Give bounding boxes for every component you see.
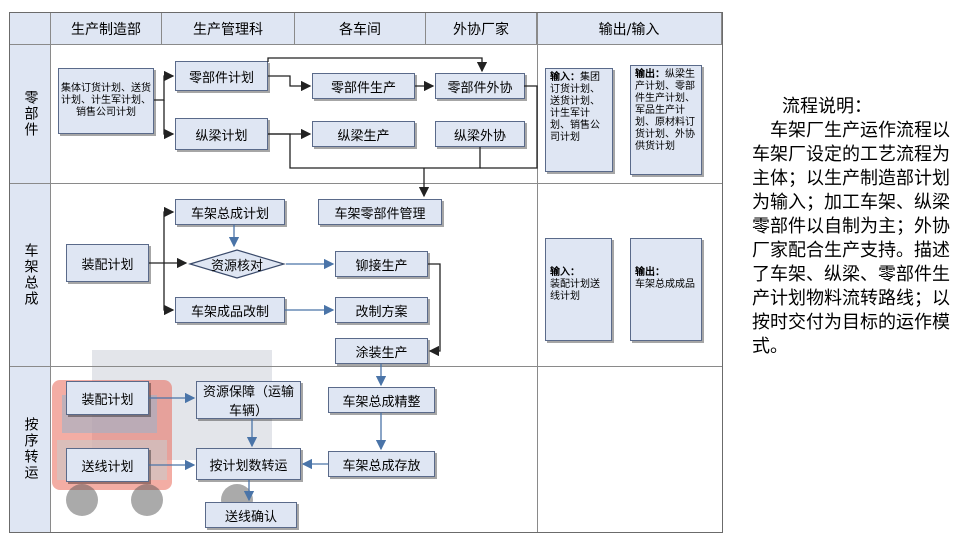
resource-check-label: 资源核对 — [210, 258, 263, 274]
beam-production-box: 纵梁生产 — [312, 121, 415, 147]
frame-input-box: 输入：装配计划送线计划 — [545, 238, 612, 341]
parts-output-box: 输出：纵梁生产计划、零部件生产计划、军品生产计划、原材料订货计划、外协供货计划 — [630, 65, 702, 175]
resource-guarantee-box: 资源保障（运输车辆） — [196, 381, 301, 419]
assembly-plan-2-box: 装配计划 — [66, 381, 149, 415]
process-description: 流程说明： 车架厂生产运作流程以车架厂设定的工艺流程为主体；以生产制造部计划为输… — [752, 95, 957, 359]
description-body: 车架厂生产运作流程以车架厂设定的工艺流程为主体；以生产制造部计划为输入；加工车架… — [752, 120, 950, 357]
truck-image — [52, 350, 272, 516]
row-divider — [10, 183, 722, 184]
parts-input-box: 输入：集团订货计划、送货计划、计生军计划、销售公司计划 — [545, 68, 613, 172]
frame-assembly-plan-box: 车架总成计划 — [175, 199, 285, 225]
beam-plan-box: 纵梁计划 — [175, 118, 268, 150]
description-title: 流程说明： — [782, 96, 872, 117]
frame-parts-mgmt-box: 车架零部件管理 — [318, 199, 442, 225]
col-header-production-mgmt: 生产管理科 — [162, 13, 295, 45]
delivery-plan-box: 送线计划 — [66, 448, 149, 482]
frame-refinement-box: 车架总成精整 — [328, 387, 435, 413]
resource-check-diamond — [188, 249, 286, 279]
parts-outsourcing-box: 零部件外协 — [435, 73, 525, 99]
painting-production-box: 涂装生产 — [335, 338, 428, 364]
parts-plan-box: 零部件计划 — [175, 61, 268, 91]
row-label-frame-assembly: 车架总成 — [10, 183, 51, 366]
transfer-by-plan-box: 按计划数转运 — [196, 448, 301, 480]
col-header-workshops: 各车间 — [295, 13, 426, 45]
col-header-outsourcing: 外协厂家 — [426, 13, 537, 45]
parts-production-box: 零部件生产 — [312, 73, 415, 99]
modification-scheme-box: 改制方案 — [335, 297, 428, 323]
header-corner — [10, 13, 51, 45]
frame-output-box: 输出：车架总成成品 — [630, 238, 702, 341]
frame-modification-box: 车架成品改制 — [175, 297, 285, 323]
col-header-io: 输出/输入 — [537, 13, 722, 45]
io-column-divider — [537, 13, 538, 532]
assembly-plan-box: 装配计划 — [66, 244, 149, 282]
row-label-sequenced-transfer: 按序转运 — [10, 366, 51, 532]
group-order-plan-box: 集体订货计划、送货计划、计生军计划、销售公司计划 — [58, 68, 154, 134]
beam-outsourcing-box: 纵梁外协 — [435, 121, 525, 147]
delivery-confirm-box: 送线确认 — [205, 502, 297, 528]
rivet-production-box: 铆接生产 — [335, 251, 428, 277]
row-label-parts: 零部件 — [10, 45, 51, 183]
col-header-production-dept: 生产制造部 — [51, 13, 162, 45]
row-divider — [10, 366, 722, 367]
frame-storage-box: 车架总成存放 — [328, 451, 435, 477]
